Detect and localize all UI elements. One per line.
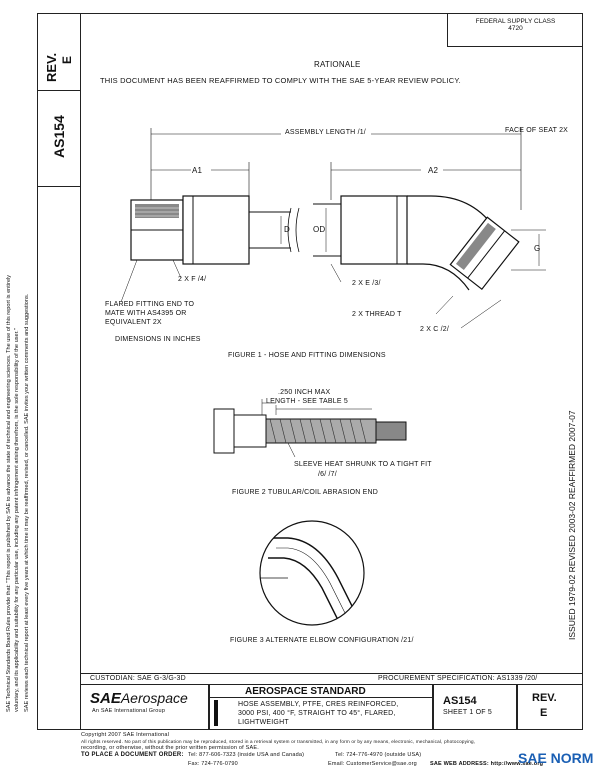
federal-supply-code: 4720 <box>508 25 523 32</box>
rationale-title: RATIONALE <box>314 60 361 69</box>
page-frame <box>37 13 583 730</box>
custodian-row <box>81 673 583 685</box>
title-underline <box>208 697 432 698</box>
figure3-drawing <box>259 520 365 626</box>
fax: Fax: 724-776-0790 <box>188 761 238 767</box>
a2-label: A2 <box>428 166 439 175</box>
sleeve-ref: /6/ /7/ <box>318 471 337 478</box>
flared-note: FLARED FITTING END TO MATE WITH AS4395 O… <box>105 300 194 327</box>
note-2xc: 2 X C /2/ <box>420 326 450 333</box>
figure2-caption: FIGURE 2 TUBULAR/COIL ABRASION END <box>232 489 379 496</box>
num-divider <box>432 685 434 730</box>
procurement-spec: PROCUREMENT SPECIFICATION: AS1339 /20/ <box>378 675 538 682</box>
a1-label: A1 <box>192 166 203 175</box>
assembly-length-label: ASSEMBLY LENGTH /1/ <box>285 129 366 136</box>
copyright-1: Copyright 2007 SAE International <box>81 732 170 738</box>
federal-supply-class: FEDERAL SUPPLY CLASS <box>475 18 556 25</box>
custodian: CUSTODIAN: SAE G-3/G-3D <box>90 675 186 682</box>
side-note-1: SAE Technical Standards Board Rules prov… <box>6 274 12 712</box>
figure3-caption: FIGURE 3 ALTERNATE ELBOW CONFIGURATION /… <box>230 637 414 644</box>
description: HOSE ASSEMBLY, PTFE, CRES REINFORCED, 30… <box>238 700 398 727</box>
dimensions-note: DIMENSIONS IN INCHES <box>115 336 201 343</box>
sleeve-note: SLEEVE HEAT SHRUNK TO A TIGHT FIT <box>294 461 432 468</box>
tel-inside: Tel: 877-606-7323 (inside USA and Canada… <box>188 752 305 758</box>
logo-tagline: An SAE International Group <box>92 708 166 714</box>
flared-line-3: EQUIVALENT 2X <box>105 319 162 326</box>
figure1-drawing <box>120 128 546 329</box>
figure2-drawing <box>213 399 407 458</box>
sae-logo: SAEAerospace <box>90 690 188 708</box>
footer-rev-label: REV. <box>532 692 557 704</box>
max-note: .250 INCH MAX <box>278 389 331 396</box>
desc-line-3: LIGHTWEIGHT <box>238 719 289 726</box>
side-note-2: voluntary, and its applicability and sui… <box>14 328 20 712</box>
flared-line-1: FLARED FITTING END TO <box>105 301 195 308</box>
footer-doc-number: AS154 <box>443 695 477 707</box>
copyright-3: recording, or otherwise, without the pri… <box>81 745 259 751</box>
desc-line-1: HOSE ASSEMBLY, PTFE, CRES REINFORCED, <box>238 701 399 708</box>
desc-line-2: 3000 PSI, 400 °F, STRAIGHT TO 45°, FLARE… <box>238 710 396 717</box>
d-label: D <box>284 225 290 234</box>
rationale-text: THIS DOCUMENT HAS BEEN REAFFIRMED TO COM… <box>100 76 461 85</box>
sae-norm-watermark: SAE NORM <box>518 750 594 766</box>
logo-divider <box>208 685 210 730</box>
rev-label-vertical: REV. <box>44 52 59 82</box>
sheet-number: SHEET 1 OF 5 <box>443 709 492 716</box>
tel-outside: Tel: 724-776-4970 (outside USA) <box>335 752 422 758</box>
rev-divider <box>516 685 518 730</box>
flared-line-2: MATE WITH AS4395 OR <box>105 310 187 317</box>
standard-title: AEROSPACE STANDARD <box>245 686 366 697</box>
docnum-cell <box>37 91 81 187</box>
side-note-3: SAE reviews each technical report at lea… <box>24 293 30 712</box>
federal-supply-box: FEDERAL SUPPLY CLASS 4720 <box>447 13 583 47</box>
title-bar <box>214 700 218 726</box>
copyright-2: All rights reserved. No part of this pub… <box>81 739 476 744</box>
email: Email: CustomerService@sae.org <box>328 761 417 767</box>
rev-cell <box>37 13 81 91</box>
logo-main: SAE <box>90 690 121 707</box>
g-label: G <box>534 244 541 253</box>
left-column <box>37 13 81 730</box>
note-2xf: 2 X F /4/ <box>178 276 207 283</box>
logo-sub: Aerospace <box>120 690 188 706</box>
order-label: TO PLACE A DOCUMENT ORDER: <box>81 752 184 758</box>
figure1-caption: FIGURE 1 - HOSE AND FITTING DIMENSIONS <box>228 352 386 359</box>
web-address: SAE WEB ADDRESS: http://www.sae.org <box>430 761 544 767</box>
revision-status: ISSUED 1979-02 REVISED 2003-02 REAFFIRME… <box>567 410 577 640</box>
od-label: OD <box>313 225 326 234</box>
note-thread: 2 X THREAD T <box>352 311 402 318</box>
footer-rev-value: E <box>540 707 548 719</box>
length-note: LENGTH - SEE TABLE 5 <box>266 398 348 405</box>
face-of-seat-label: FACE OF SEAT 2X <box>505 127 568 135</box>
face-of-seat-text: FACE OF SEAT 2X <box>505 127 569 134</box>
docnum-vertical: AS154 <box>51 115 67 158</box>
note-2xe: 2 X E /3/ <box>352 280 381 287</box>
rev-value-vertical: E <box>60 55 74 64</box>
